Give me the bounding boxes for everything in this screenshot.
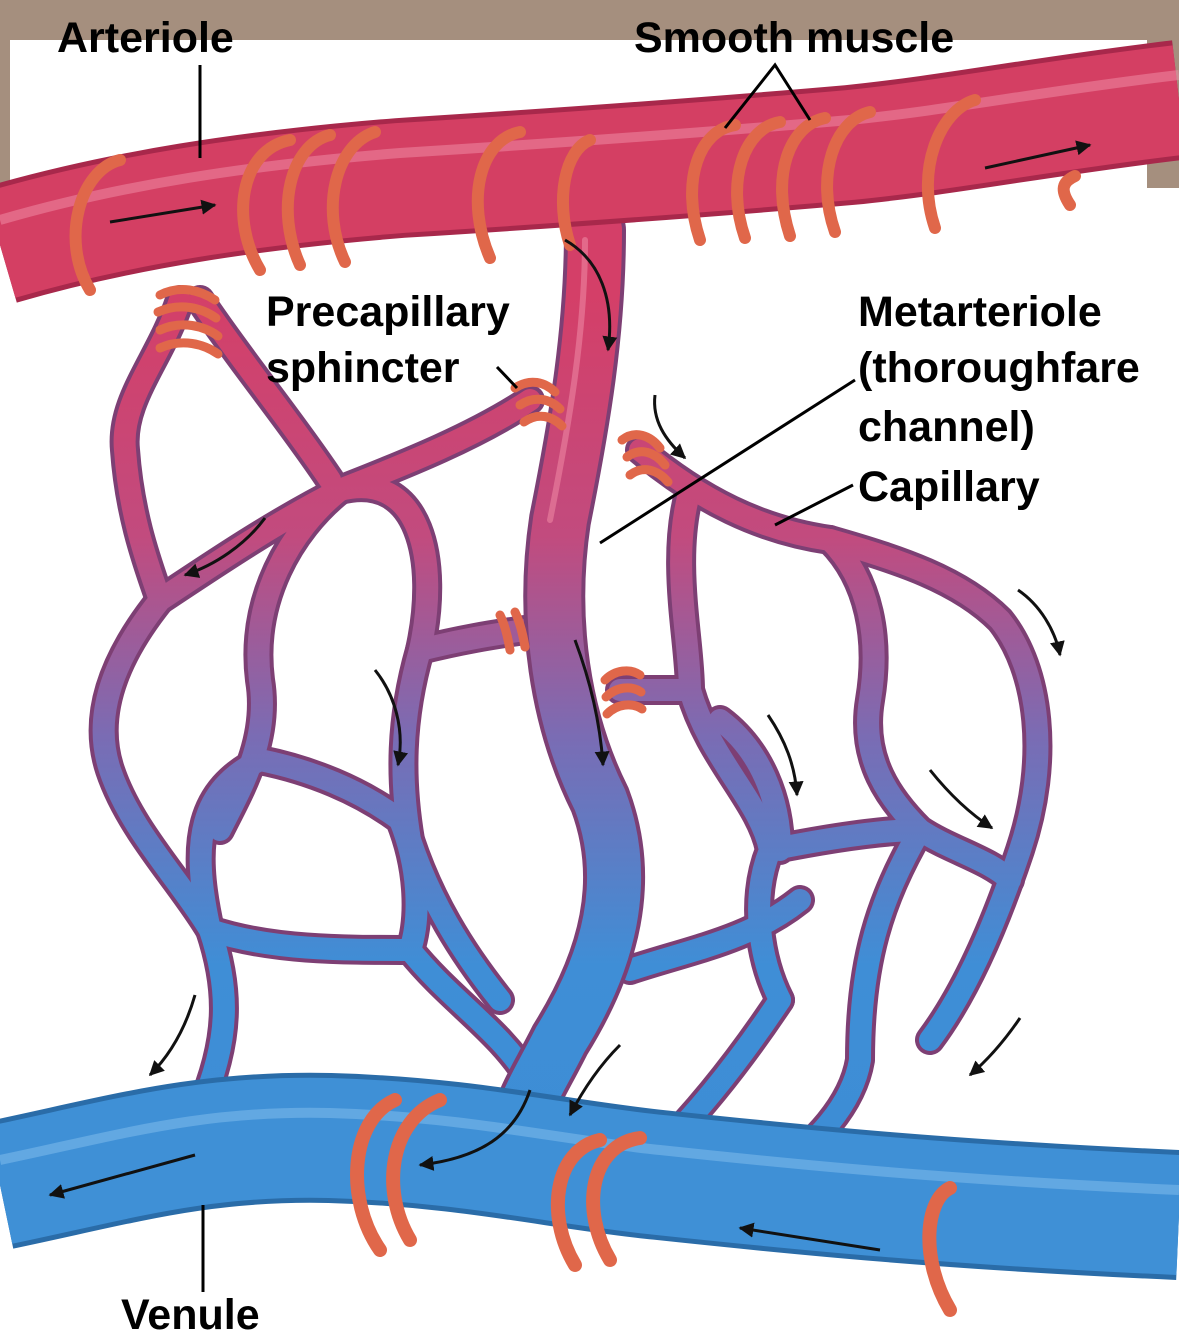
arteriole-label: Arteriole [57,14,234,63]
metarteriole-vessel [520,230,614,1130]
venule-label: Venule [121,1291,260,1340]
precapillary-sphincter-leader [497,367,517,388]
precapillary-sphincter-label-line2: sphincter [266,344,460,393]
metarteriole-label-line1: Metarteriole [858,288,1102,337]
capillary-flow-arrow [970,1018,1020,1075]
metarteriole-label-line2: (thoroughfare [858,344,1140,393]
capillary-flow-arrow [930,770,992,828]
capillary-label: Capillary [858,463,1040,512]
precapillary-sphincter-label-line1: Precapillary [266,288,510,337]
frame-bar-left [0,40,10,188]
smooth-muscle-label: Smooth muscle [634,14,954,63]
arteriole-vessel [0,75,1179,245]
metarteriole-label-line3: channel) [858,403,1035,452]
capillary-leader [775,485,853,525]
capillary-flow-arrow [150,995,195,1075]
